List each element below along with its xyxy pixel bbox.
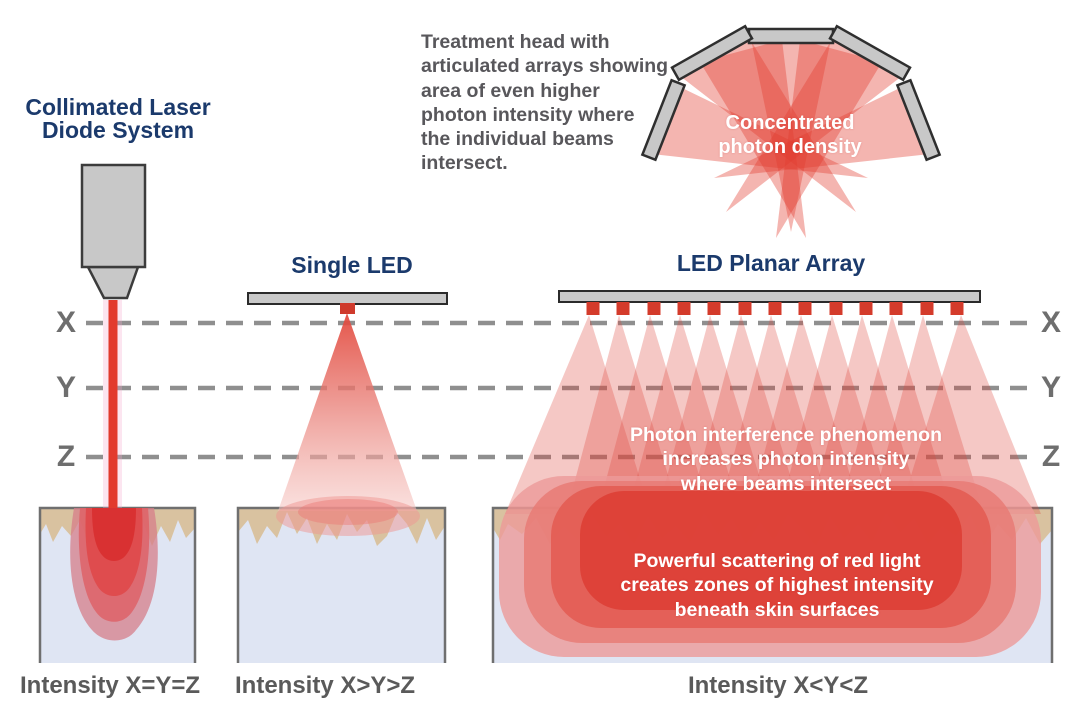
concentrated-photon-label: Concentrated photon density: [690, 111, 890, 160]
single-led-title: Single LED: [291, 252, 413, 278]
depth-label-right-z: Z: [1041, 440, 1061, 473]
scattering-line: creates zones of highest intensity: [620, 574, 934, 597]
single-led-graphic: [247, 292, 448, 536]
depth-label-right-y: Y: [1040, 371, 1061, 404]
depth-label-left-x: X: [55, 306, 76, 339]
scattering-line: Powerful scattering of red light: [633, 550, 921, 572]
head-label-line2: photon density: [718, 136, 862, 159]
laser-beam-graphic: [70, 300, 158, 641]
interference-line: Photon interference phenomenon: [629, 424, 943, 446]
treatment-head-graphic: [640, 24, 942, 238]
intensity-label-laser: Intensity X=Y=Z: [20, 672, 201, 699]
depth-dashed-lines: [86, 320, 1034, 460]
caption-line: photon intensity where: [421, 103, 635, 126]
treatment-head-beams: [652, 36, 930, 238]
caption-line: area of even higher: [421, 79, 600, 102]
depth-label-left-y: Y: [55, 371, 76, 404]
depth-label-left-z: Z: [56, 440, 76, 473]
head-label-line1: Concentrated: [725, 112, 855, 134]
treatment-head-caption: Treatment head with articulated arrays s…: [421, 30, 668, 176]
depth-label-right-x: X: [1040, 306, 1061, 339]
intensity-label-array: Intensity X<Y<Z: [687, 672, 869, 699]
led-array-title: LED Planar Array: [676, 250, 866, 276]
laser-title: Collimated Laser Diode System: [8, 96, 228, 142]
interference-note: Photon interference phenomenon increases…: [586, 423, 986, 496]
led-array-graphic: [505, 290, 1041, 514]
caption-line: Treatment head with: [421, 31, 610, 53]
scattering-zones: [499, 476, 1041, 657]
intensity-label-single: Intensity X>Y>Z: [235, 672, 416, 699]
treatment-head-panels: [640, 24, 942, 162]
scattering-line: beneath skin surfaces: [674, 598, 880, 621]
interference-line: where beams intersect: [680, 472, 892, 495]
caption-line: intersect.: [421, 152, 508, 175]
laser-title-line1: Collimated Laser: [25, 94, 211, 120]
scattering-note: Powerful scattering of red light creates…: [577, 549, 977, 622]
laser-title-line2: Diode System: [41, 117, 195, 143]
array-beam-triangles: [505, 315, 1041, 514]
laser-device: [80, 163, 147, 300]
caption-line: articulated arrays showing: [421, 55, 669, 78]
interference-line: increases photon intensity: [662, 448, 910, 471]
caption-line: the individual beams: [421, 128, 614, 151]
array-led-chips: [586, 302, 964, 315]
